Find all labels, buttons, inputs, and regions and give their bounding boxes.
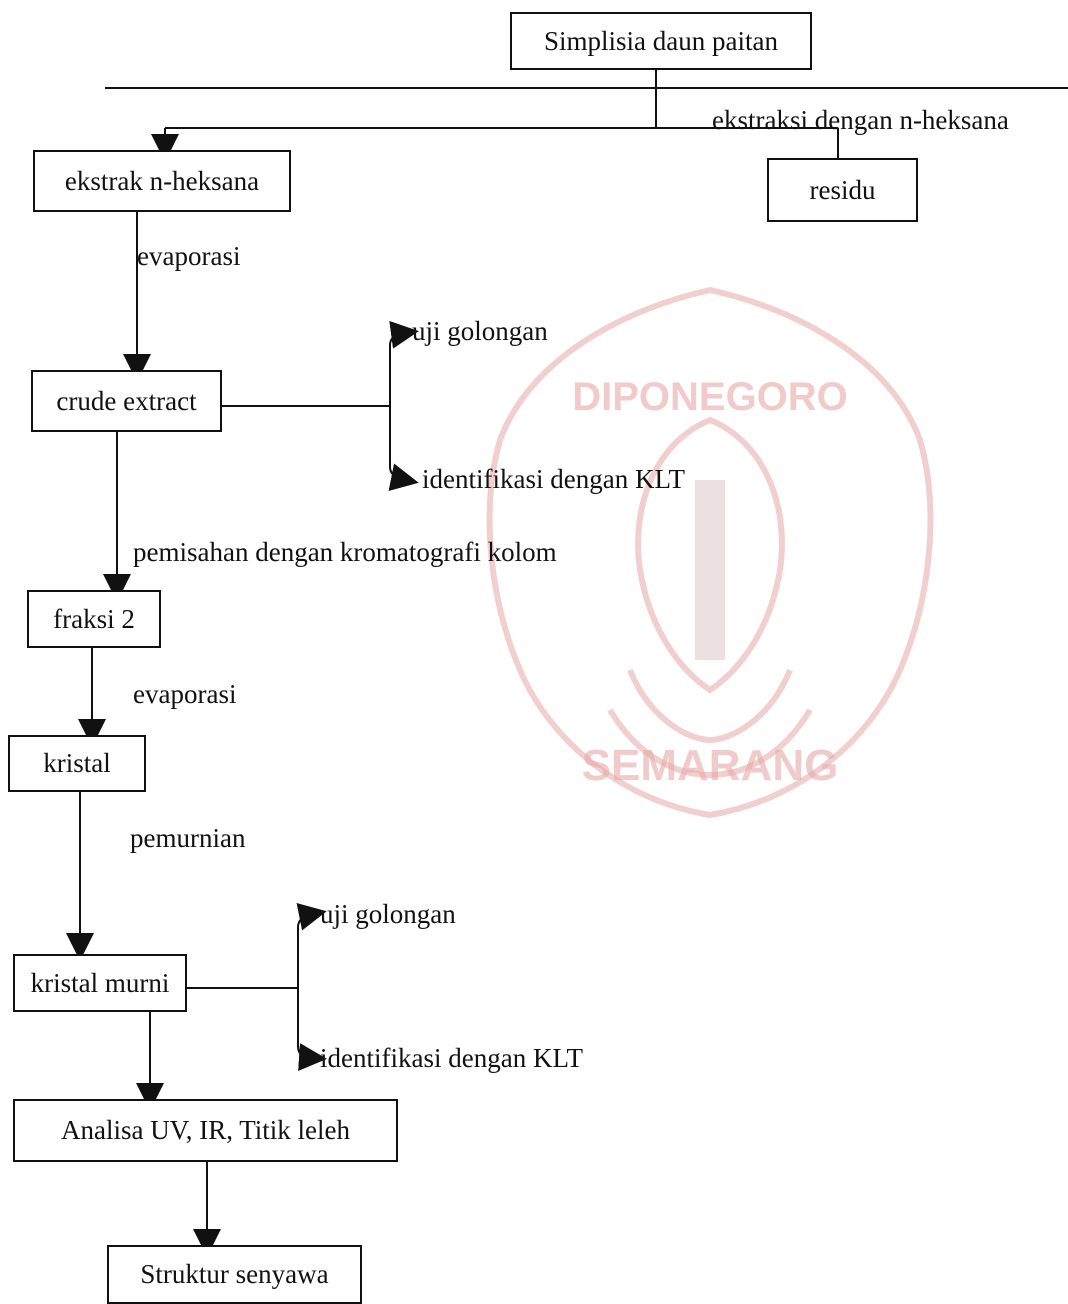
- label-evaporasi-1: evaporasi: [137, 241, 241, 271]
- box-kristal: kristal: [8, 735, 146, 792]
- label-klt-2: identifikasi dengan KLT: [320, 1043, 583, 1073]
- label-pemurnian: pemurnian: [130, 823, 246, 853]
- box-fraksi-2: fraksi 2: [27, 590, 161, 648]
- box-ekstrak-n-heksana: ekstrak n-heksana: [33, 150, 291, 212]
- box-simplisia: Simplisia daun paitan: [510, 12, 812, 70]
- label-pemisahan: pemisahan dengan kromatografi kolom: [133, 537, 557, 567]
- box-struktur-senyawa: Struktur senyawa: [107, 1245, 362, 1304]
- university-seal-watermark: DIPONEGORO SEMARANG: [486, 286, 934, 819]
- svg-text:DIPONEGORO: DIPONEGORO: [572, 375, 848, 419]
- label-uji-golongan-1: uji golongan: [412, 316, 548, 346]
- box-analisa: Analisa UV, IR, Titik leleh: [13, 1099, 398, 1162]
- watermark-bottom-text: SEMARANG: [582, 741, 839, 790]
- box-crude-extract: crude extract: [31, 370, 222, 432]
- label-klt-1: identifikasi dengan KLT: [422, 464, 685, 494]
- label-evaporasi-2: evaporasi: [133, 679, 237, 709]
- label-ekstraksi: ekstraksi dengan n-heksana: [712, 105, 1009, 135]
- box-residu: residu: [767, 158, 918, 222]
- label-uji-golongan-2: uji golongan: [320, 899, 456, 929]
- box-kristal-murni: kristal murni: [13, 954, 187, 1012]
